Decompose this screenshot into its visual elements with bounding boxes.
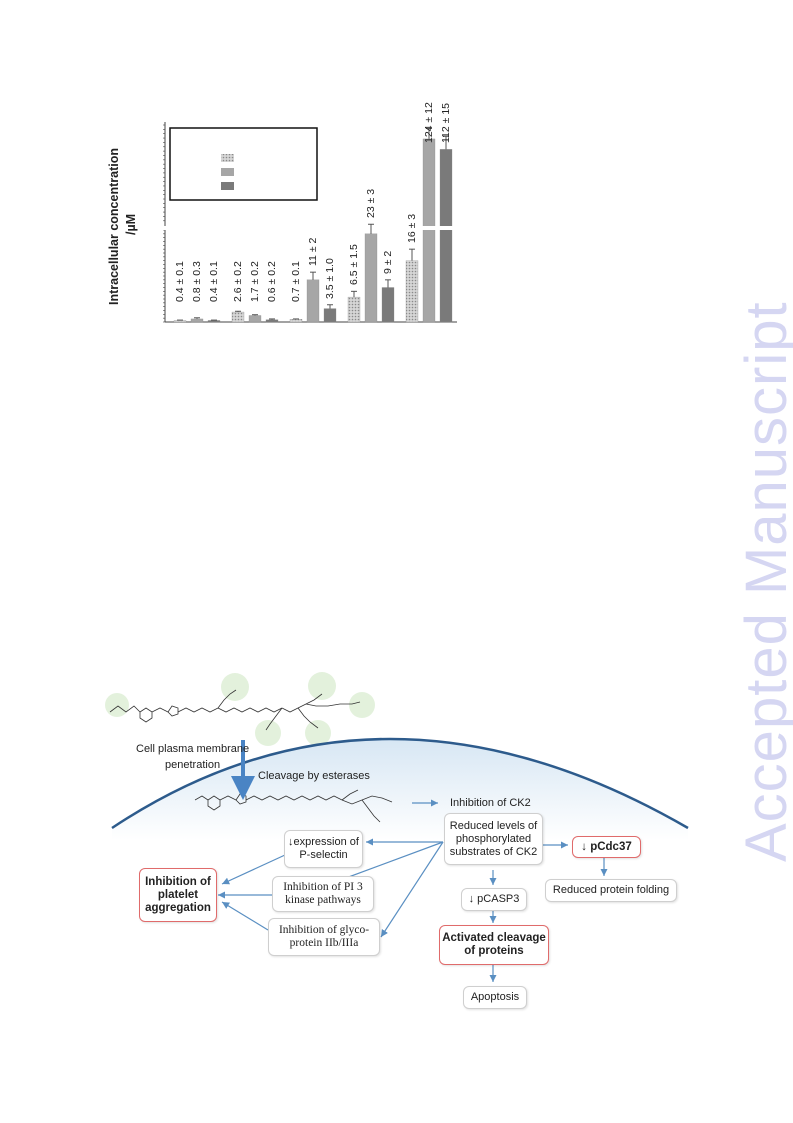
apoptosis-box: Apoptosis: [463, 986, 527, 1009]
protein-folding-text: Reduced protein folding: [552, 884, 670, 896]
expression-text: ↓expression of P-selectin: [288, 836, 359, 861]
legend-swatch-1: [221, 154, 234, 162]
legend-swatch-2: [221, 168, 234, 176]
pcasp3-box: ↓ pCASP3: [461, 888, 527, 911]
legend-swatch-3: [221, 182, 234, 190]
prodrug-molecule: [105, 672, 375, 746]
cleavage-esterases-label: Cleavage by esterases: [258, 770, 370, 782]
axis-break: [420, 226, 458, 230]
pi3-kinase-box: Inhibition of PI 3 kinase pathways: [272, 876, 374, 912]
bar-chart: [162, 122, 458, 323]
pi3-kinase-text: Inhibition of PI 3 kinase pathways: [283, 881, 363, 906]
legend-box: [169, 127, 318, 201]
protein-folding-box: Reduced protein folding: [545, 879, 677, 902]
reduced-levels-box: Reduced levels of phosphorylated substra…: [444, 813, 543, 865]
membrane-label-line1: Cell plasma membrane: [136, 743, 250, 755]
pcdc37-box: ↓ pCdc37: [572, 836, 641, 858]
axis-break-y: [162, 226, 168, 230]
activated-cleavage-text: Activated cleavage of proteins: [442, 932, 546, 957]
apoptosis-text: Apoptosis: [470, 991, 520, 1003]
expression-box: ↓expression of P-selectin: [284, 830, 363, 868]
activated-cleavage-box: Activated cleavage of proteins: [439, 925, 549, 965]
membrane-label-line2: penetration: [165, 759, 221, 771]
cleaved-molecule: [194, 789, 393, 823]
pcasp3-text: ↓ pCASP3: [468, 893, 520, 905]
platelet-aggregation-box: Inhibition of platelet aggregation: [139, 868, 217, 922]
inhibition-ck2-label: Inhibition of CK2: [450, 797, 531, 809]
glycoprotein-box: Inhibition of glyco-protein IIb/IIIa: [268, 918, 380, 956]
platelet-aggregation-text: Inhibition of platelet aggregation: [145, 875, 211, 914]
glycoprotein-text: Inhibition of glyco-protein IIb/IIIa: [278, 924, 370, 949]
membrane-penetration-label: Cell plasma membrane penetration: [136, 741, 249, 773]
pcdc37-text: ↓ pCdc37: [581, 840, 632, 853]
reduced-levels-text: Reduced levels of phosphorylated substra…: [449, 819, 538, 858]
cell-membrane: [111, 737, 689, 840]
